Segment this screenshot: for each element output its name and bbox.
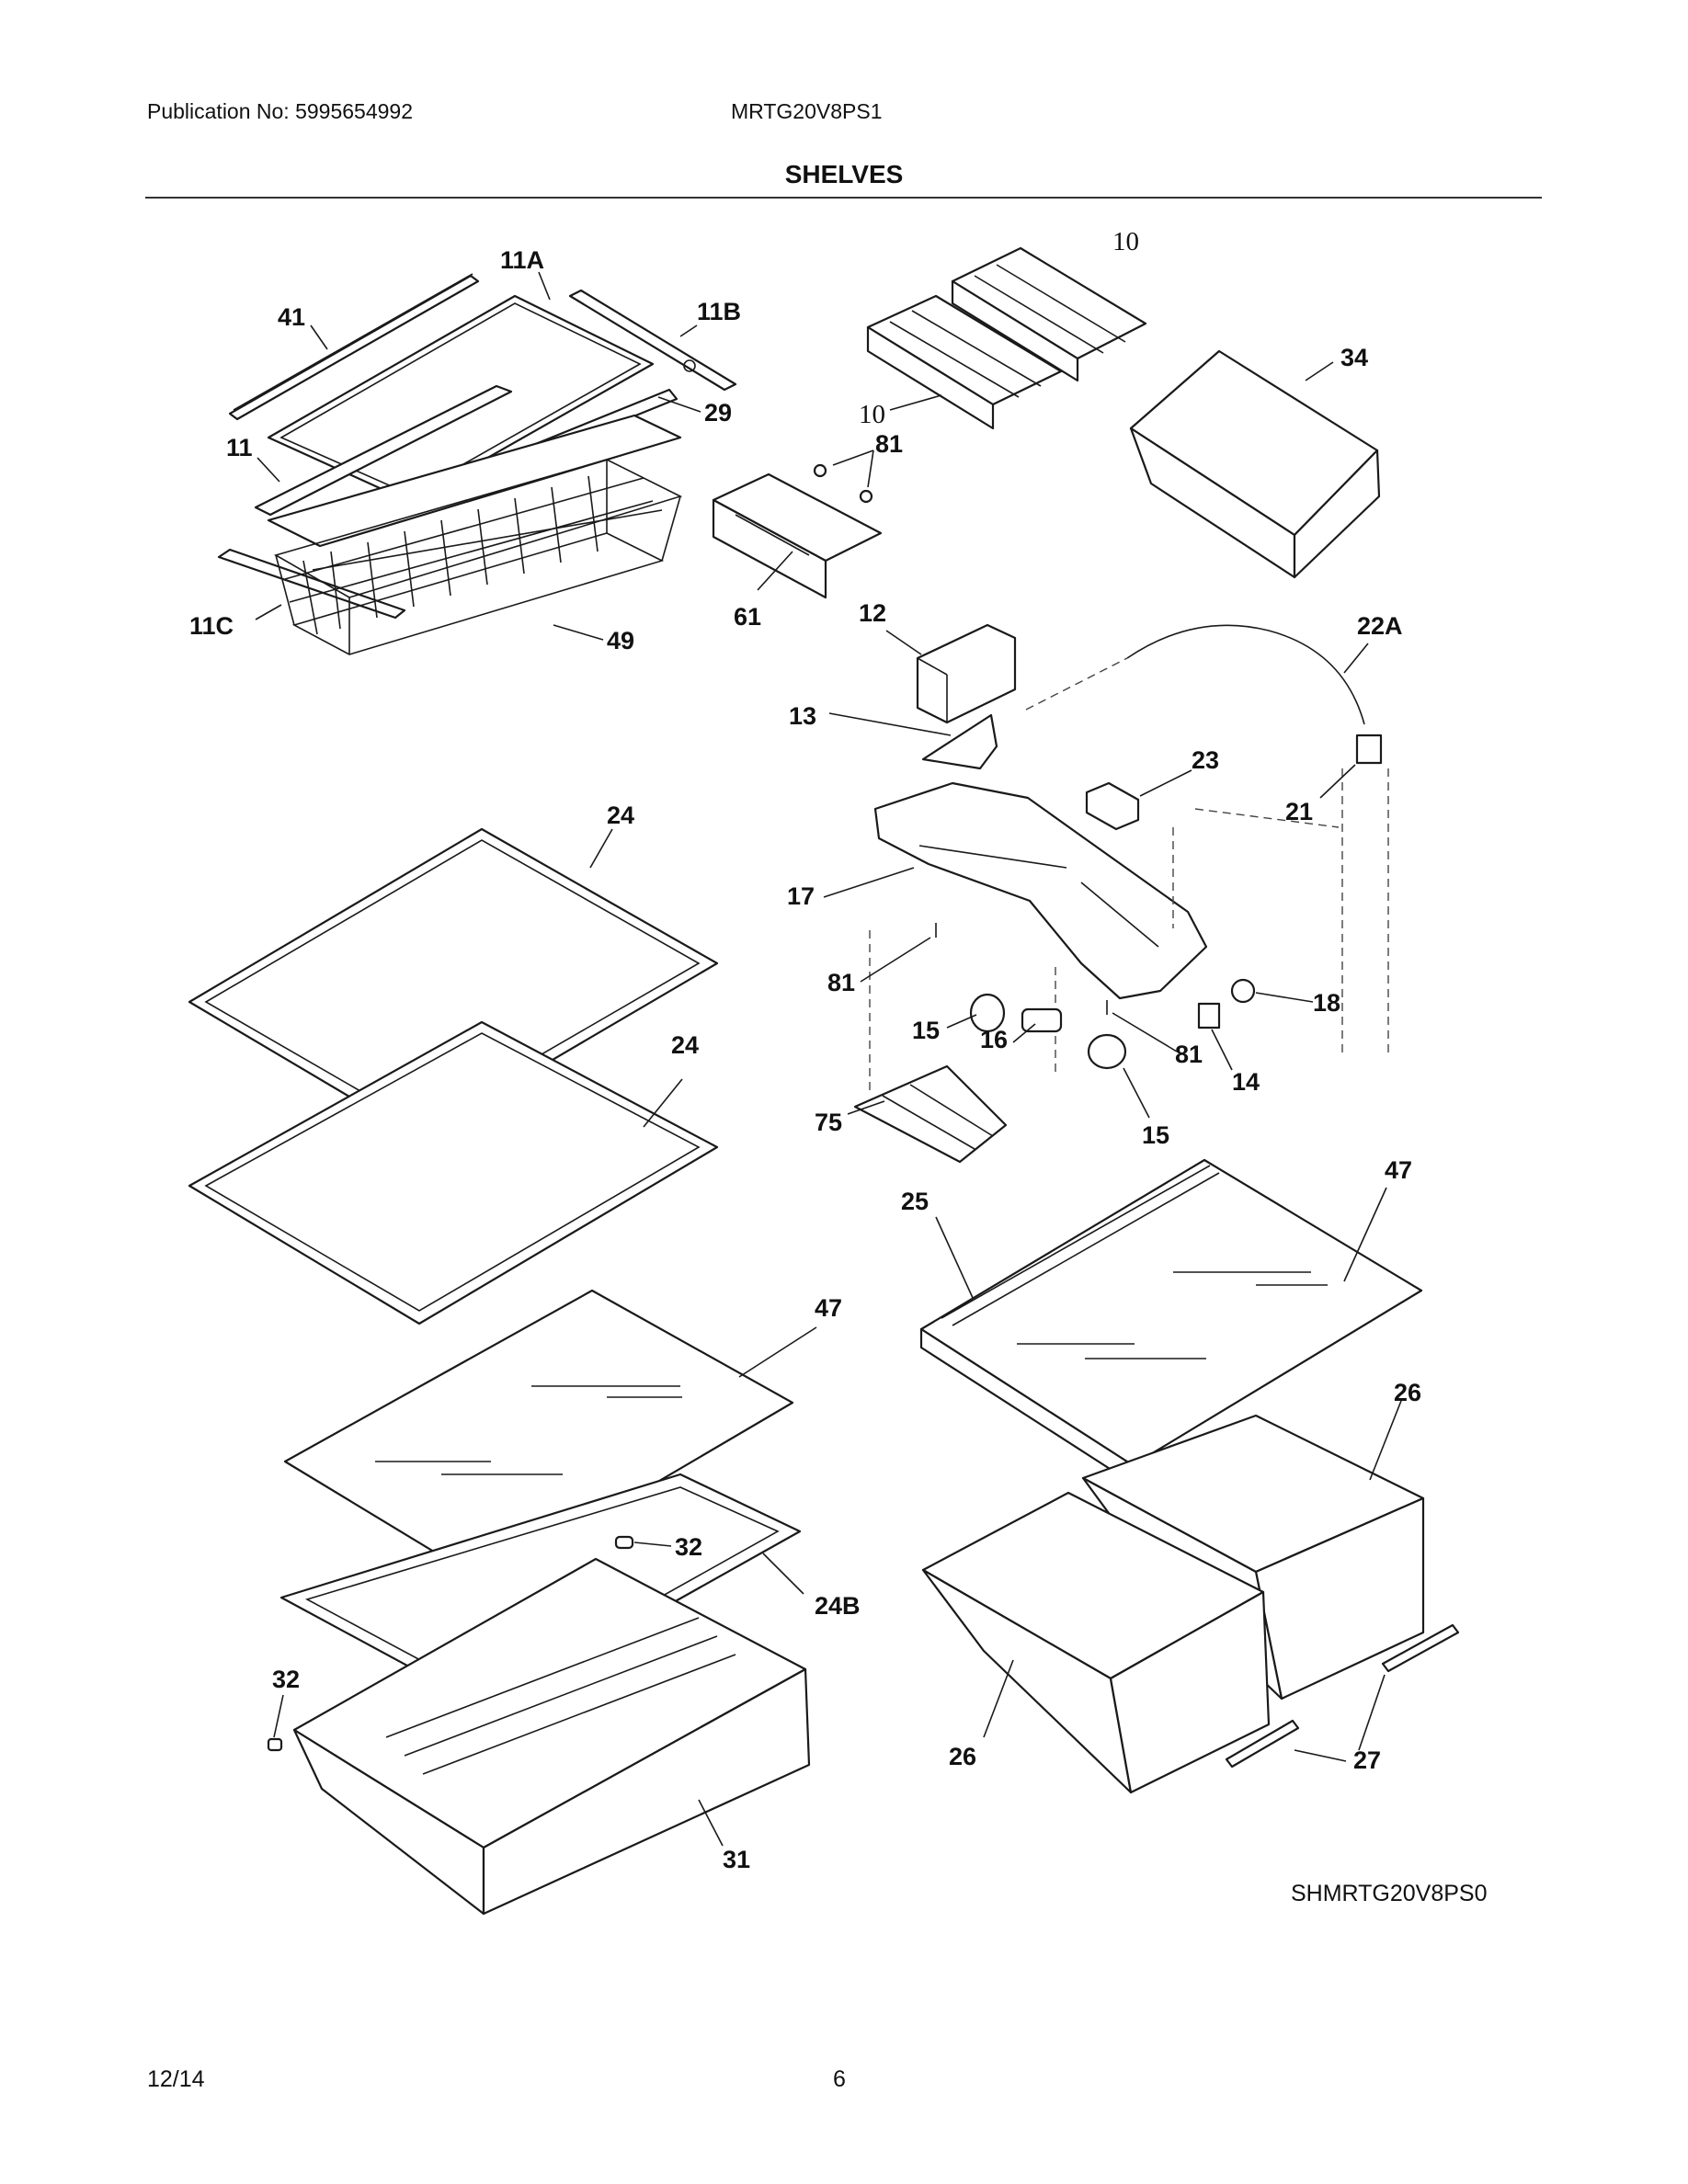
callout-81-right: 81 xyxy=(1175,1041,1203,1068)
callout-15-right: 15 xyxy=(1142,1121,1169,1149)
part-34-bin xyxy=(1129,349,1381,579)
part-27-slide-lower xyxy=(1225,1719,1300,1769)
callout-49: 49 xyxy=(607,627,634,654)
part-12-bucket xyxy=(916,623,1017,724)
part-24-shelf-upper xyxy=(188,827,719,1140)
callout-24-upper: 24 xyxy=(607,802,634,829)
callout-11: 11 xyxy=(226,434,253,461)
callout-12: 12 xyxy=(859,599,886,627)
callout-32-upper: 32 xyxy=(675,1533,702,1561)
assembly-dashed-lines xyxy=(869,657,1389,1096)
part-47-glass-left xyxy=(283,1289,794,1585)
callout-47-right: 47 xyxy=(1385,1156,1412,1184)
part-25-crisper-cover xyxy=(919,1158,1423,1485)
callout-41: 41 xyxy=(278,303,305,331)
callout-34: 34 xyxy=(1340,344,1368,371)
part-61-bracket xyxy=(712,472,883,599)
callout-18: 18 xyxy=(1313,989,1340,1017)
callout-leaders xyxy=(255,271,1402,1847)
part-13-flap xyxy=(921,713,998,770)
callout-17: 17 xyxy=(787,882,815,910)
page-title: SHELVES xyxy=(784,160,904,188)
part-24-shelf-lower xyxy=(188,1020,719,1325)
callout-21: 21 xyxy=(1285,798,1313,825)
part-81-screws-lower xyxy=(935,923,1108,1015)
callout-14: 14 xyxy=(1232,1068,1260,1096)
callout-16: 16 xyxy=(980,1026,1008,1053)
callout-75: 75 xyxy=(815,1109,842,1136)
part-21-switch xyxy=(1355,734,1383,765)
part-26-drawer-left xyxy=(921,1491,1271,1794)
part-23-motor xyxy=(1085,781,1140,831)
part-10-ice-tray-front xyxy=(866,294,1063,430)
part-81-screws-upper xyxy=(813,463,873,504)
part-11a-glass xyxy=(267,294,655,504)
callout-29: 29 xyxy=(704,399,732,427)
callout-13: 13 xyxy=(789,702,816,730)
part-10-ice-tray-rear xyxy=(951,246,1147,382)
callout-15-left: 15 xyxy=(912,1017,940,1044)
callout-47-left: 47 xyxy=(815,1294,842,1322)
callout-26-right: 26 xyxy=(1394,1379,1421,1406)
part-41-trim xyxy=(228,273,480,421)
part-11b-rail xyxy=(568,289,737,392)
callout-81-upper: 81 xyxy=(875,430,903,458)
callout-23: 23 xyxy=(1192,746,1219,774)
part-18-knob xyxy=(1230,978,1256,1004)
model-number: MRTG20V8PS1 xyxy=(731,99,883,123)
part-15-bulb-left xyxy=(969,993,1006,1033)
callout-24b: 24B xyxy=(815,1592,861,1620)
callout-24-lower: 24 xyxy=(671,1031,699,1059)
part-22a-harness xyxy=(1126,624,1365,725)
callout-61: 61 xyxy=(734,603,761,631)
part-15-bulb-right xyxy=(1087,1033,1127,1070)
callout-10-upper: 10 xyxy=(1112,227,1139,256)
part-49-basket xyxy=(273,459,683,655)
callout-11c: 11C xyxy=(189,612,234,640)
part-27-slide-upper xyxy=(1381,1623,1460,1673)
callout-11b: 11B xyxy=(697,298,741,325)
page-number: 6 xyxy=(833,2066,846,2092)
diagram-reference-code: SHMRTG20V8PS0 xyxy=(1291,1881,1488,1906)
callout-11a: 11A xyxy=(500,246,544,274)
publication-number: Publication No: 5995654992 xyxy=(147,99,414,123)
part-14-switch xyxy=(1197,1002,1221,1029)
part-31-drawer xyxy=(292,1557,811,1916)
callout-27: 27 xyxy=(1353,1746,1381,1774)
part-32-clip-lower xyxy=(267,1737,283,1752)
callout-25: 25 xyxy=(901,1188,929,1215)
callout-81-left: 81 xyxy=(827,969,855,996)
part-16-socket xyxy=(1021,1007,1063,1033)
part-17-housing xyxy=(873,781,1208,1000)
header-rule xyxy=(145,197,1542,199)
callout-32-lower: 32 xyxy=(272,1666,300,1693)
part-75-grille xyxy=(853,1064,1008,1164)
callout-10-lower: 10 xyxy=(859,400,885,429)
part-11-frame xyxy=(254,384,682,548)
callout-31: 31 xyxy=(723,1846,750,1873)
part-32-clip-upper xyxy=(614,1535,634,1550)
publication-date: 12/14 xyxy=(147,2066,205,2092)
callout-26-left: 26 xyxy=(949,1743,976,1770)
callout-22a: 22A xyxy=(1357,612,1403,640)
